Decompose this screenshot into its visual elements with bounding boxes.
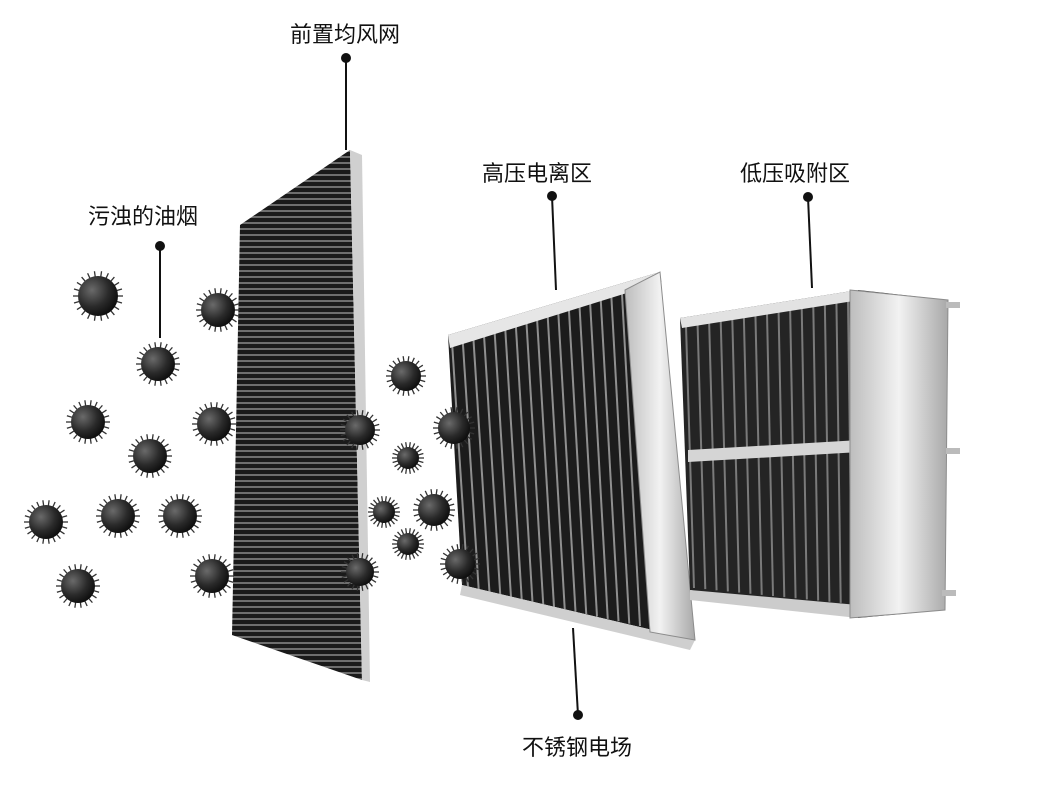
fin-line [482, 332, 502, 596]
smoke-particle-icon [24, 500, 68, 544]
smoke-particles [24, 271, 480, 608]
smoke-particle-icon [96, 494, 140, 538]
smoke-particle-icon [56, 564, 100, 608]
fin-line [567, 308, 588, 615]
smoke-particle-icon [196, 288, 240, 332]
fin-line [578, 305, 598, 617]
label-low-voltage: 低压吸附区 [740, 162, 850, 187]
fin-line [525, 320, 545, 605]
fin-line [546, 314, 566, 610]
front-mesh-panel [232, 150, 370, 682]
smoke-particle-icon [392, 442, 424, 474]
smoke-particle-icon [413, 489, 455, 531]
fin-line [557, 311, 577, 612]
label-high-voltage: 高压电离区 [482, 162, 592, 187]
fin-line [461, 338, 480, 591]
fin-line [621, 293, 641, 627]
smoke-particle-icon [158, 494, 202, 538]
high-voltage-fins [451, 293, 641, 627]
smoke-particle-icon [368, 496, 400, 528]
fin-line [504, 326, 523, 600]
smoke-particle-icon [386, 356, 426, 396]
smoke-particle-icon [190, 554, 234, 598]
fin-line [472, 335, 491, 593]
fin-line [589, 302, 609, 619]
smoke-particle-icon [192, 402, 236, 446]
fin-line [451, 341, 469, 589]
label-front-mesh: 前置均风网 [290, 23, 400, 48]
smoke-particle-icon [136, 342, 180, 386]
fin-line [536, 317, 555, 608]
smoke-particle-icon [66, 400, 110, 444]
smoke-particle-icon [128, 434, 172, 478]
fin-line [610, 296, 631, 624]
leader-lines [155, 53, 813, 720]
fin-line [599, 299, 620, 622]
high-voltage-module [448, 271, 696, 650]
label-dirty-smoke: 污浊的油烟 [88, 205, 198, 230]
smoke-particle-icon [433, 407, 475, 449]
fin-line [514, 323, 534, 603]
smoke-particle-icon [340, 410, 380, 450]
label-stainless-field: 不锈钢电场 [522, 736, 632, 761]
smoke-particle-icon [392, 528, 424, 560]
fin-line [493, 329, 512, 598]
smoke-particle-icon [341, 553, 379, 591]
smoke-particle-icon [73, 271, 123, 321]
low-voltage-module [680, 289, 960, 619]
smoke-particle-icon [440, 544, 480, 584]
